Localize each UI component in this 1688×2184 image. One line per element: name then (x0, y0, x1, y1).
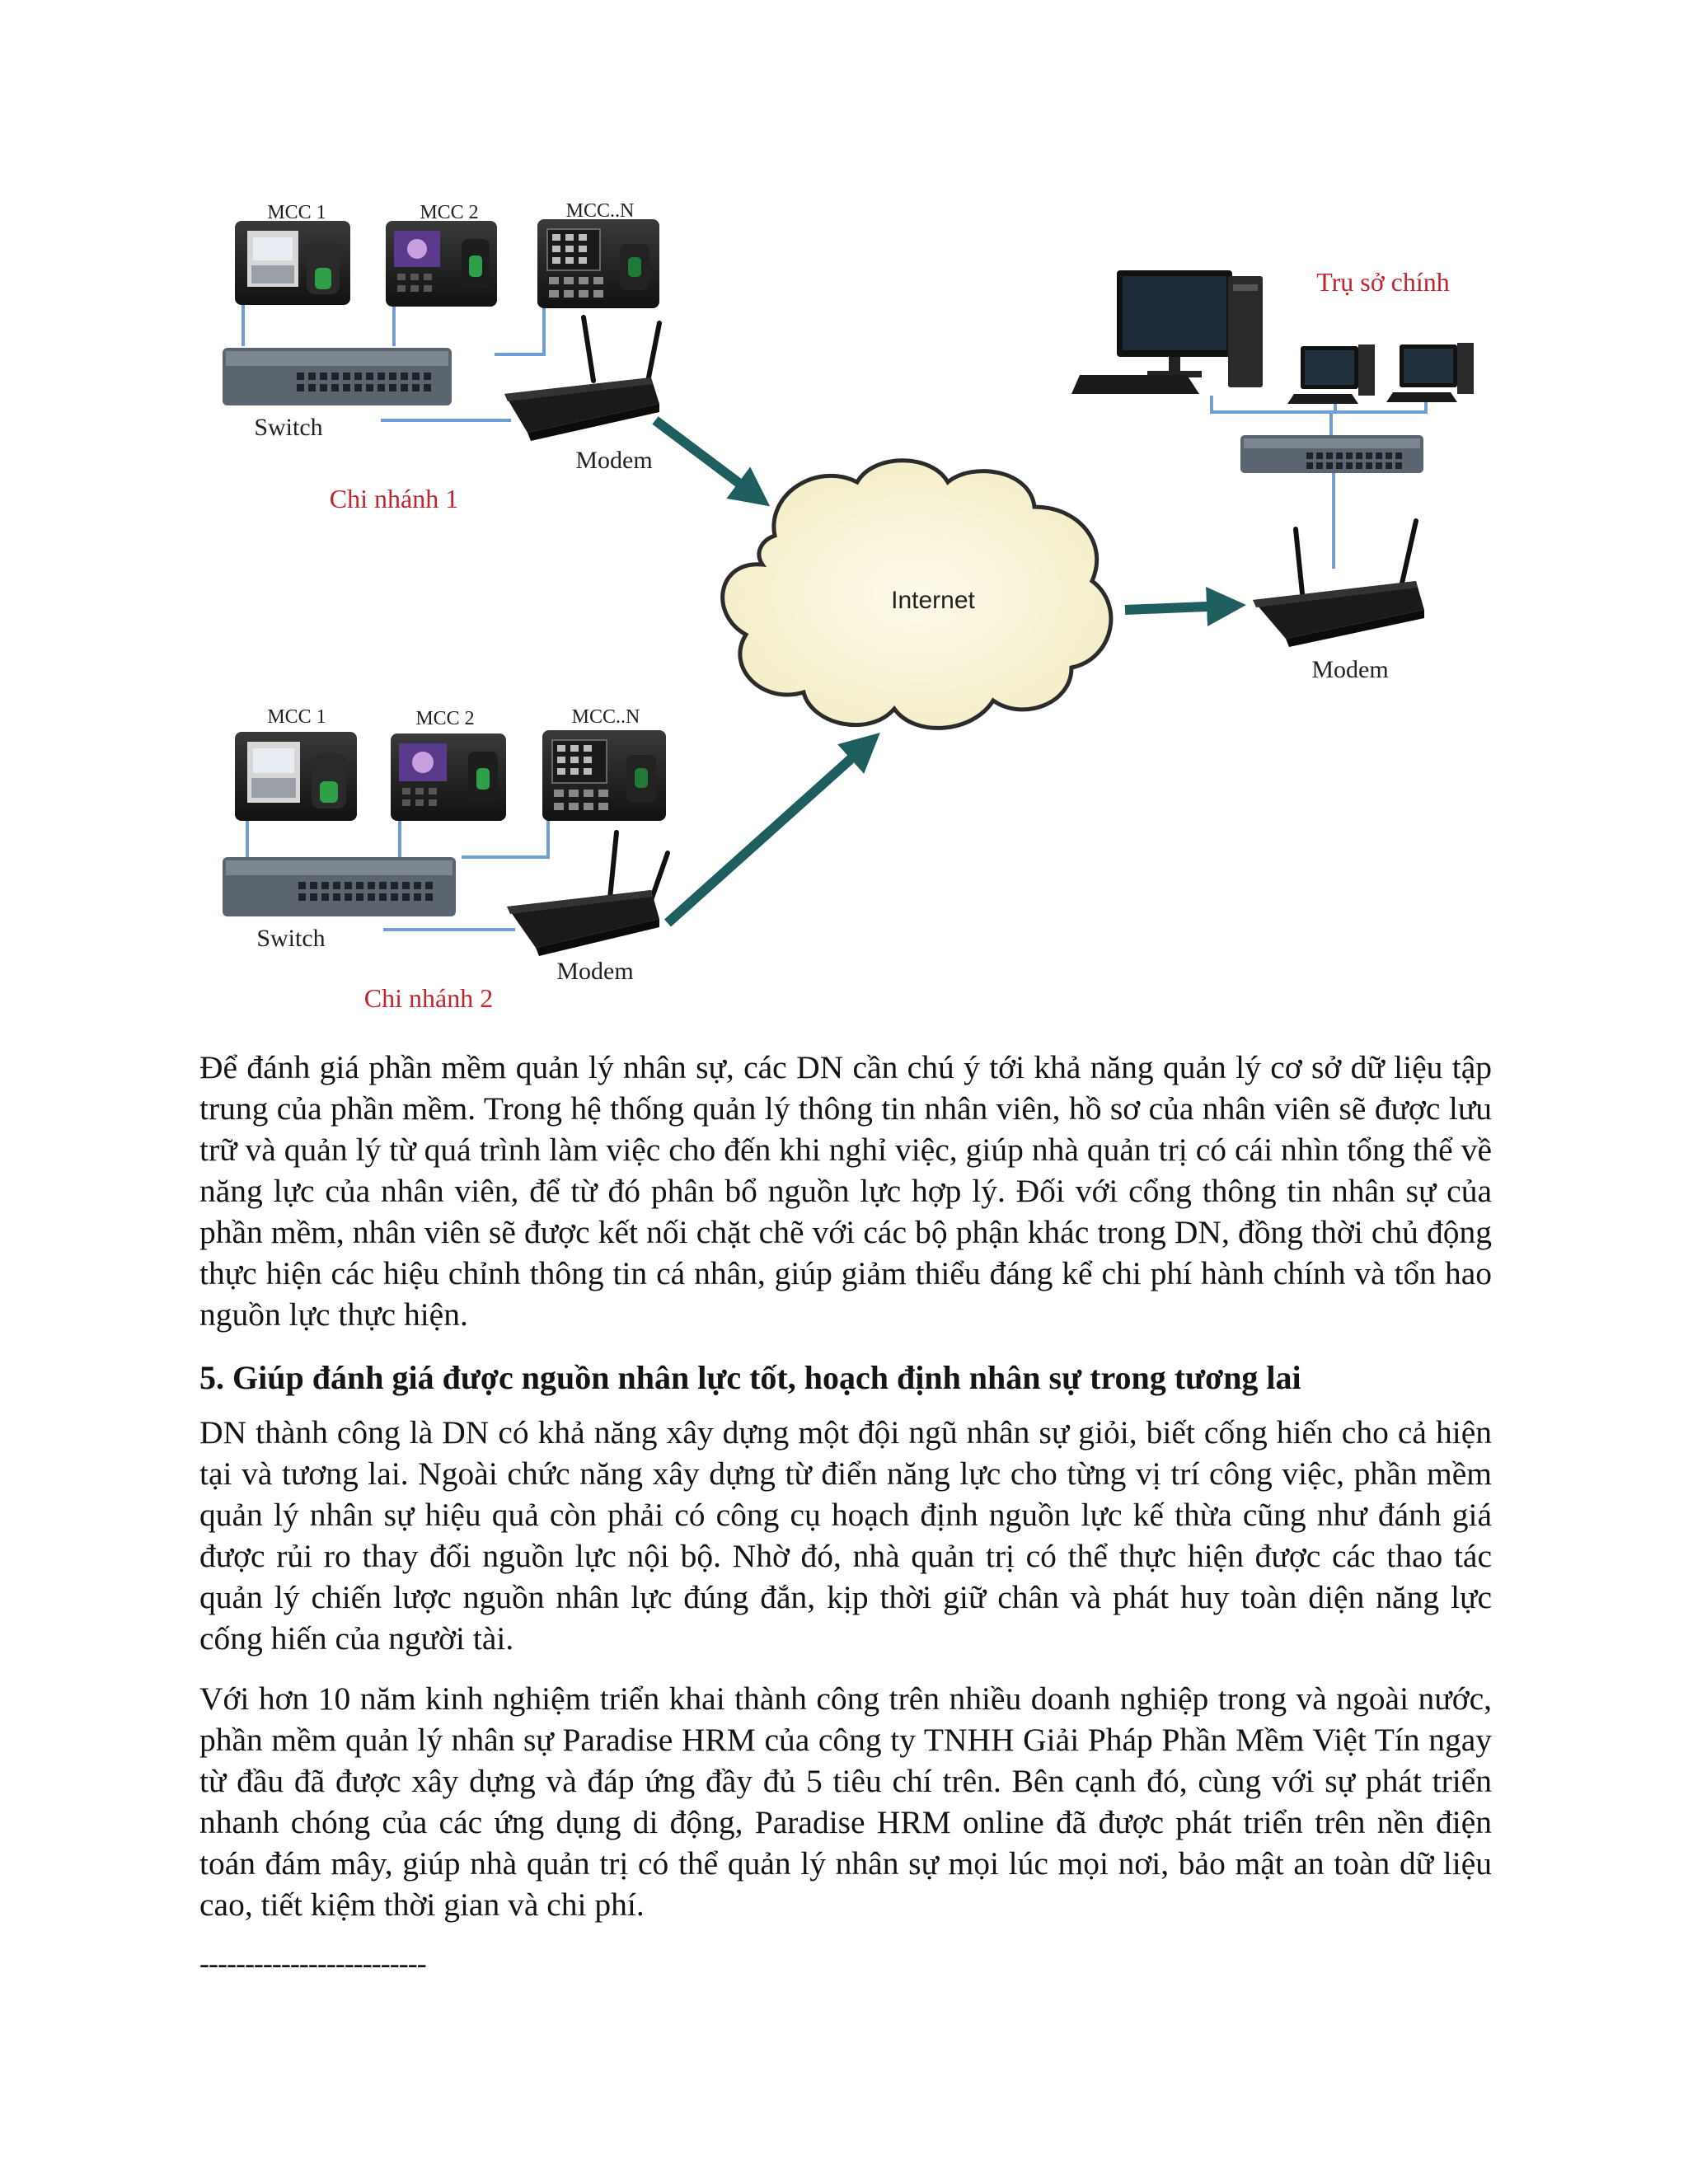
attendance-device-2 (386, 221, 497, 307)
branch-2-device-label-1: MCC 1 (267, 706, 326, 728)
paragraph-centralized-data: Để đánh giá phần mềm quản lý nhân sự, cá… (199, 1049, 1492, 1333)
paragraph-workforce-planning: DN thành công là DN có khả năng xây dựng… (199, 1414, 1492, 1657)
branch-2-cables (246, 820, 550, 931)
branch-1-modem-label: Modem (575, 447, 652, 474)
branch-1-device-label-n: MCC..N (566, 200, 635, 222)
hq-switch (1240, 435, 1423, 473)
branch-1-label: Chi nhánh 1 (330, 484, 458, 513)
branch-1-switch (223, 348, 452, 405)
paragraph-paradise-hrm: Với hơn 10 năm kinh nghiệm triển khai th… (199, 1680, 1492, 1923)
hq-main-computer (1071, 270, 1263, 394)
network-diagram: MCC 1 MCC 2 MCC..N Switch Modem Chi nhán… (223, 200, 1474, 1013)
hq-computer-2 (1287, 344, 1375, 404)
arrow-branch1-to-internet (652, 416, 771, 507)
branch-1-device-label-1: MCC 1 (267, 202, 326, 223)
internet-label: Internet (891, 587, 975, 614)
hq-label: Trụ sở chính (1316, 267, 1450, 297)
section-heading-5: 5. Giúp đánh giá được nguồn nhân lực tốt… (199, 1359, 1301, 1396)
branch-2-switch (223, 857, 456, 916)
separator-line: ------------------------- (199, 1947, 427, 1980)
branch-1: MCC 1 MCC 2 MCC..N Switch Modem Chi nhán… (223, 200, 662, 513)
branch-2-device-label-2: MCC 2 (415, 708, 474, 729)
attendance-device-n (537, 219, 659, 308)
arrow-branch2-to-internet (663, 732, 880, 927)
internet-cloud: Internet (720, 458, 1114, 730)
branch-2-device-label-n: MCC..N (572, 706, 640, 728)
branch-2-attendance-device-2 (391, 733, 506, 821)
branch-2-modem (507, 830, 670, 956)
branch-1-device-label-2: MCC 2 (420, 202, 478, 223)
hq-computer-3 (1386, 343, 1474, 402)
branch-2-modem-label: Modem (556, 958, 633, 985)
branch-2: MCC 1 MCC 2 MCC..N Switch Modem Chi nhán… (223, 706, 670, 1013)
branch-2-label: Chi nhánh 2 (364, 983, 493, 1013)
headquarters: Trụ sở chính (1071, 267, 1474, 683)
branch-2-switch-label: Switch (256, 925, 325, 952)
hq-modem-label: Modem (1311, 656, 1388, 683)
branch-1-cables (241, 305, 546, 422)
branch-1-modem (504, 315, 662, 441)
attendance-device-1 (235, 221, 350, 305)
arrow-internet-to-hq-modem (1124, 586, 1246, 626)
hq-cables (1210, 396, 1428, 569)
branch-2-attendance-device-n (542, 730, 666, 821)
hq-modem (1253, 518, 1424, 647)
branch-2-attendance-device-1 (235, 732, 357, 821)
branch-1-switch-label: Switch (254, 414, 322, 441)
